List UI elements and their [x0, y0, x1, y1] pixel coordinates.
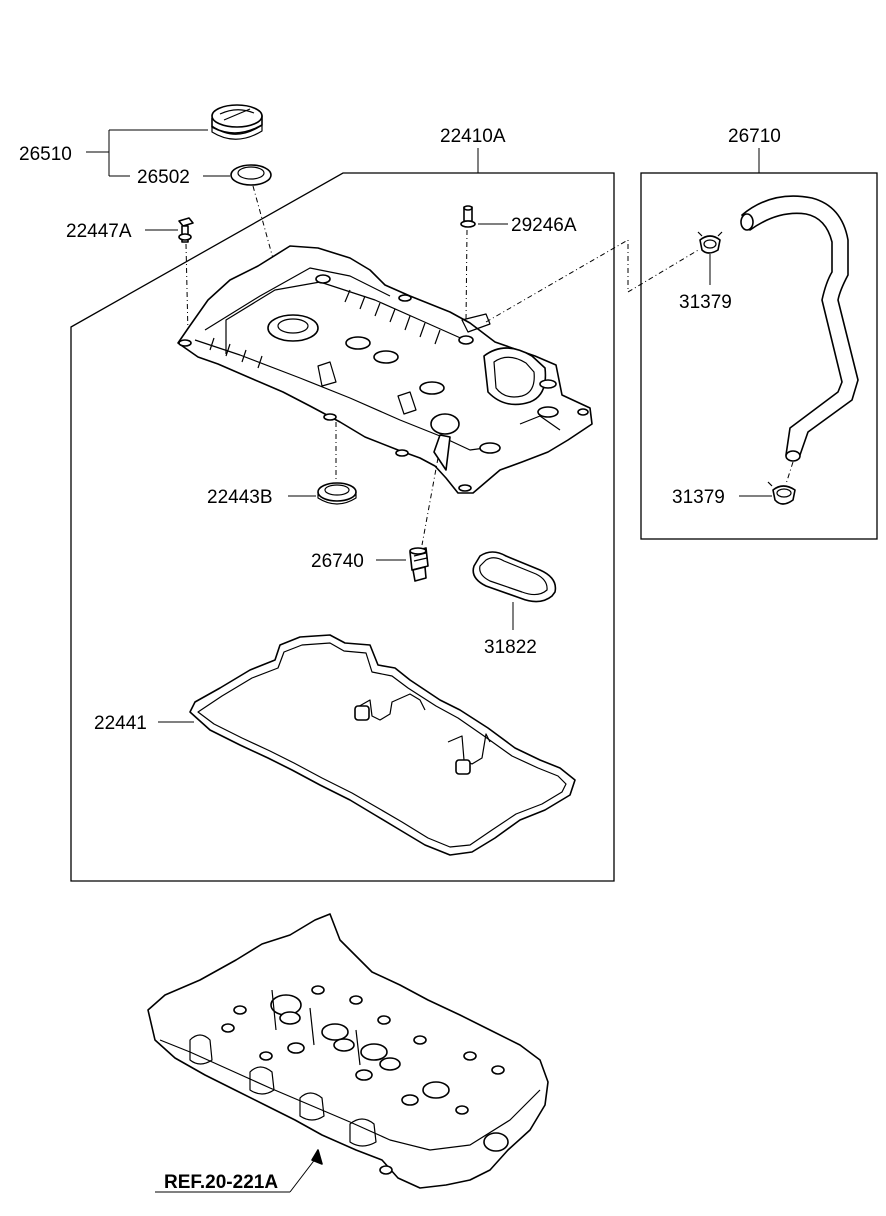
flange-bolt	[178, 217, 194, 243]
cap-gasket	[230, 164, 272, 186]
label-31379-lower: 31379	[672, 487, 725, 508]
hose-clamp-lower	[767, 481, 796, 505]
cylinder-head	[147, 913, 549, 1189]
label-reference: REF.20-221A	[164, 1172, 278, 1193]
cover-gasket	[189, 634, 576, 856]
label-26502: 26502	[137, 167, 190, 188]
label-29246A: 29246A	[511, 215, 577, 236]
label-22441: 22441	[94, 713, 147, 734]
label-22443B: 22443B	[207, 487, 273, 508]
hose-clamp-upper	[697, 231, 723, 254]
label-26740: 26740	[311, 551, 364, 572]
label-22410A: 22410A	[440, 126, 506, 147]
label-26710: 26710	[728, 126, 781, 147]
oil-filler-cap	[211, 104, 263, 140]
breather-hose	[740, 195, 859, 462]
label-22447A: 22447A	[66, 221, 132, 242]
pcv-bolt	[460, 205, 476, 228]
label-31822: 31822	[484, 637, 537, 658]
label-31379-upper: 31379	[679, 292, 732, 313]
label-26510: 26510	[19, 144, 72, 165]
oil-seal	[317, 482, 357, 505]
cover-assembly-frame	[70, 172, 615, 882]
small-gasket	[472, 551, 557, 603]
pcv-valve	[409, 547, 429, 582]
valve-cover-body	[177, 245, 593, 494]
